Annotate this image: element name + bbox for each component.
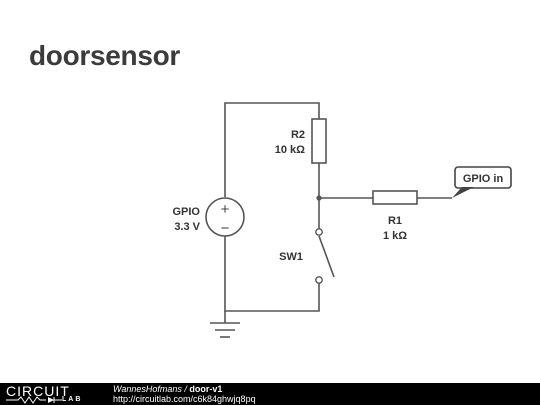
wire-top-loop — [224, 102, 320, 197]
switch-lever — [318, 235, 335, 278]
footer-bar: CIRCUIT LAB WannesHofmans / door-v1 http… — [0, 383, 540, 405]
footer-url-link[interactable]: http://circuitlab.com/c6k84ghwjq8pq — [113, 394, 256, 404]
source-minus-sign: − — [221, 220, 230, 237]
output-label-text: GPIO in — [463, 173, 504, 185]
junction-dot — [316, 195, 322, 201]
project-link[interactable]: door-v1 — [189, 384, 223, 394]
wire-bottom-loop — [224, 236, 320, 312]
switch-name: SW1 — [279, 251, 303, 263]
switch-bottom-contact — [315, 276, 323, 284]
switch-sw1 — [315, 228, 335, 284]
author-link[interactable]: WannesHofmans — [113, 384, 182, 394]
source-value: 3.3 V — [174, 221, 200, 233]
circuitlab-logo[interactable]: CIRCUIT LAB — [2, 383, 98, 404]
logo-lab-text: LAB — [62, 396, 83, 403]
credit-separator: / — [181, 384, 190, 394]
page-title: doorsensor — [29, 40, 181, 71]
r2-name: R2 — [291, 129, 305, 141]
r1-value: 1 kΩ — [383, 230, 407, 242]
schematic-diagram: R2 10 kΩ R1 1 kΩ + − GPIO 3.3 V SW1 GPIO… — [172, 102, 512, 338]
footer-credit: WannesHofmans / door-v1 — [113, 384, 222, 394]
voltage-source — [205, 197, 245, 237]
r2-value: 10 kΩ — [275, 144, 305, 156]
resistor-r1 — [372, 190, 418, 205]
r1-name: R1 — [388, 215, 402, 227]
ground-symbol — [210, 322, 240, 338]
wires — [224, 102, 452, 323]
source-name: GPIO — [172, 206, 200, 218]
logo-circuit-text: CIRCUIT — [6, 383, 70, 399]
output-label-tag: GPIO in — [452, 166, 512, 198]
switch-top-contact — [315, 228, 323, 236]
source-plus-sign: + — [221, 201, 230, 218]
logo-resistor-icon — [6, 396, 62, 404]
resistor-r2 — [311, 118, 327, 164]
